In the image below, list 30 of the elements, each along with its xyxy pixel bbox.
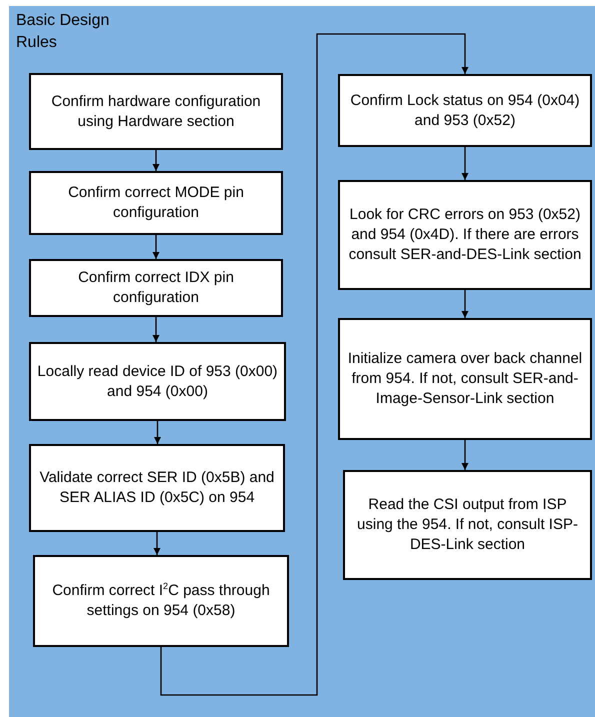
process-box [338, 318, 592, 440]
arrow [462, 147, 468, 180]
step-text: Read the CSI output from ISP using the 954. If not, consult ISP-DES-Link section [356, 495, 579, 555]
process-box [29, 73, 283, 150]
step-text: Validate correct SER ID (0x5B) and SER ALIAS ID (0x5C) on 954 [38, 468, 276, 508]
step-text: Initialize camera over back channel from 954. If not, consult SER-and-Image-Sensor-Link section [346, 349, 584, 409]
step-text: Confirm correct MODE pin configuration [67, 183, 245, 223]
arrow [152, 150, 160, 171]
arrow [154, 532, 160, 555]
arrow [152, 317, 160, 342]
step-text: Confirm hardware configuration using Hardware section [50, 92, 262, 132]
process-box [29, 259, 283, 317]
arrow [160, 33, 468, 696]
arrow [462, 290, 468, 318]
arrow [154, 421, 161, 444]
diagram-title: Basic Design Rules [16, 11, 110, 53]
process-box [33, 555, 289, 647]
arrow [152, 235, 160, 259]
step-text: Confirm correct IDX pin configuration [77, 268, 235, 308]
arrow [462, 440, 468, 470]
process-box [343, 470, 592, 580]
step-text: Look for CRC errors on 953 (0x52) and 954 (0x4D). If there are errors consult SER-and-DES-Link section [348, 205, 582, 265]
process-box [29, 342, 286, 421]
process-box [338, 180, 592, 290]
process-box [29, 444, 285, 532]
process-box [338, 74, 592, 147]
step-text: Confirm correct I$^{2}$C pass through settings on 954 (0x58) [51, 581, 271, 621]
process-box [29, 171, 283, 235]
step-text: Confirm Lock status on 954 (0x04) and 953 (0x52) [349, 90, 581, 130]
step-text: Locally read device ID of 953 (0x00) and 954 (0x00) [37, 362, 278, 402]
